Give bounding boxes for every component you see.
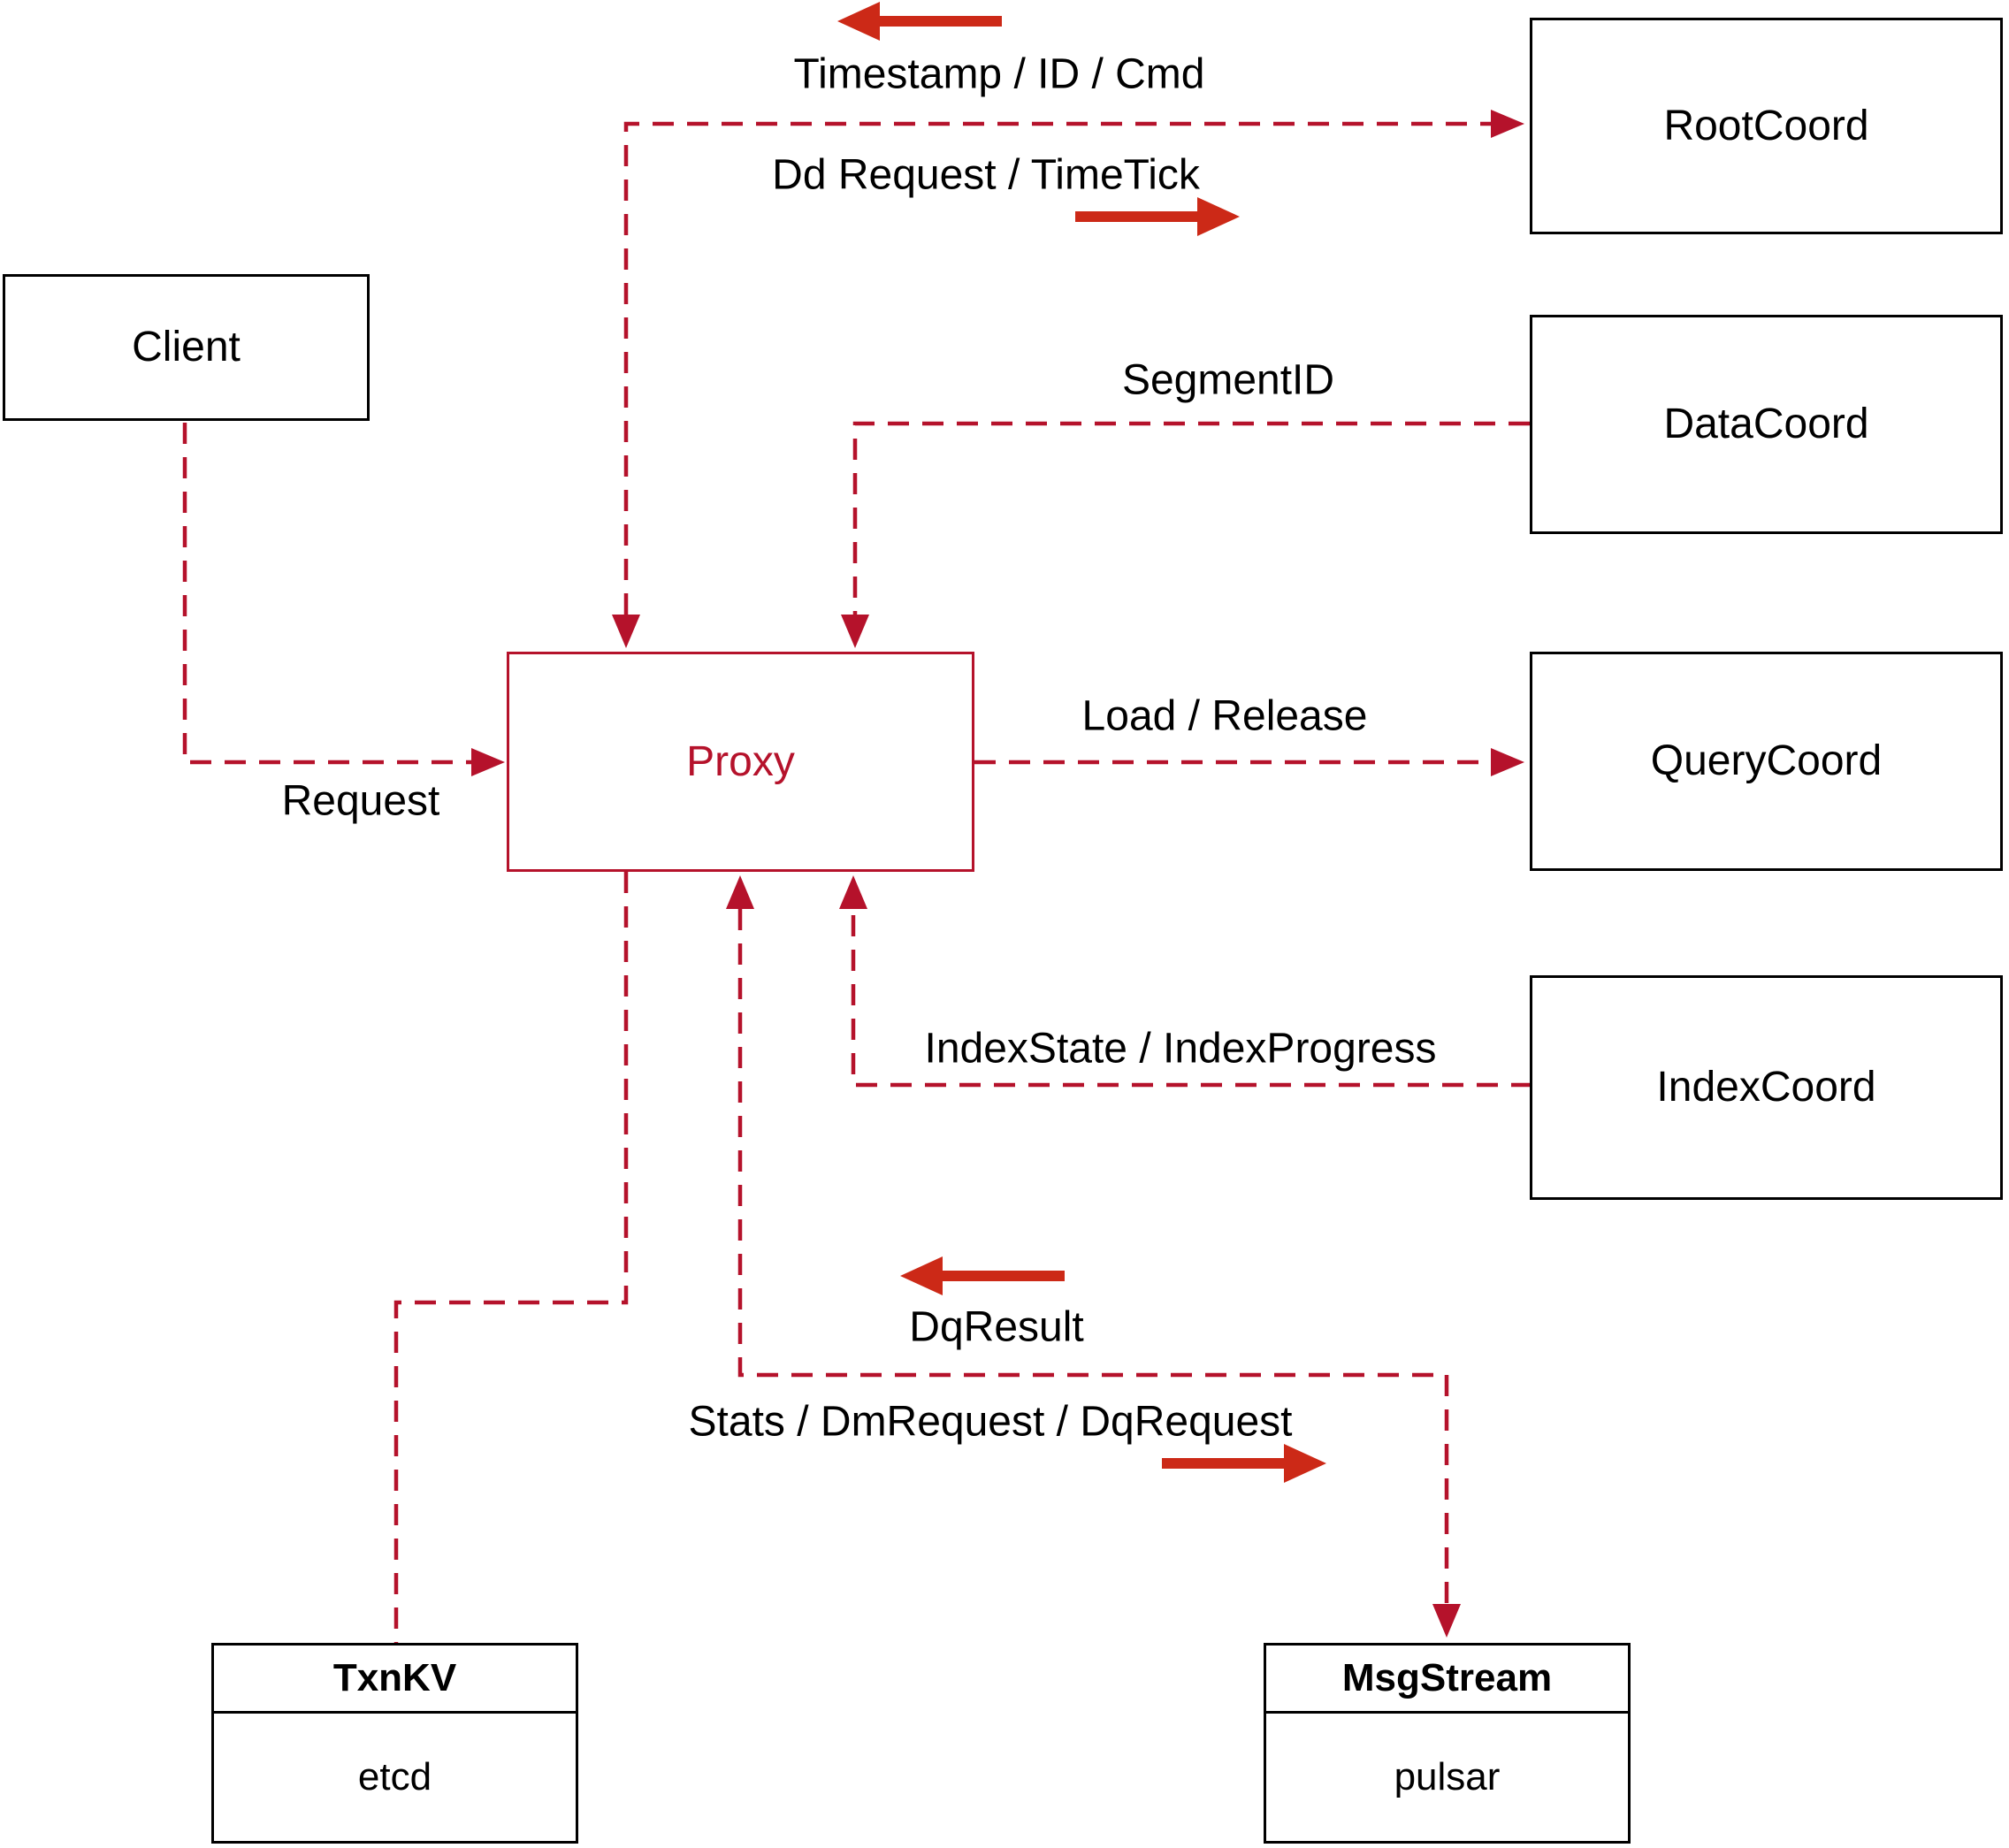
arrowhead-right-into-proxy-icon: [471, 748, 505, 776]
node-txnkv: TxnKV etcd: [211, 1643, 578, 1844]
node-querycoord: QueryCoord: [1530, 652, 2003, 871]
node-rootcoord-label: RootCoord: [1663, 102, 1869, 149]
node-msgstream-title: MsgStream: [1266, 1646, 1628, 1714]
arrowhead-right-into-rootcoord-icon: [1491, 110, 1524, 138]
arrowhead-up-into-proxy-bottom-right-icon: [839, 875, 867, 909]
node-client: Client: [3, 274, 370, 421]
edge-label-stats-dmrequest-dqrequest: Stats / DmRequest / DqRequest: [688, 1398, 1293, 1446]
edge-label-dd-request-timetick: Dd Request / TimeTick: [772, 151, 1200, 199]
arrowhead-up-into-proxy-bottom-left-icon: [726, 875, 754, 909]
node-querycoord-label: QueryCoord: [1650, 737, 1883, 784]
arrowhead-right-into-querycoord-icon: [1491, 748, 1524, 776]
node-indexcoord-label: IndexCoord: [1656, 1064, 1876, 1111]
edge-label-indexstate-indexprogress: IndexState / IndexProgress: [924, 1025, 1437, 1073]
arrowhead-down-into-proxy-top-left-icon: [612, 615, 640, 648]
node-indexcoord: IndexCoord: [1530, 975, 2003, 1200]
node-datacoord-label: DataCoord: [1663, 401, 1869, 447]
edge-label-segmentid: SegmentID: [1121, 356, 1335, 404]
edge-proxy-txnkv: [393, 872, 629, 1643]
arrow-right-stats-icon: [1162, 1444, 1326, 1483]
arrow-left-timestamp-icon: [837, 2, 1002, 41]
arrowhead-down-into-msgstream-icon: [1432, 1604, 1461, 1638]
edge-datacoord-proxy: [852, 421, 1530, 615]
node-rootcoord: RootCoord: [1530, 18, 2003, 234]
node-msgstream: MsgStream pulsar: [1264, 1643, 1631, 1844]
edge-proxy-msgstream: [737, 909, 1449, 1604]
arrow-left-dqresult-icon: [900, 1256, 1065, 1295]
node-proxy-label: Proxy: [686, 737, 795, 785]
edge-label-request: Request: [281, 777, 440, 825]
node-client-label: Client: [132, 324, 241, 370]
edge-label-timestamp-id-cmd: Timestamp / ID / Cmd: [793, 50, 1205, 98]
edge-proxy-rootcoord: [623, 121, 1491, 615]
node-msgstream-impl: pulsar: [1394, 1755, 1501, 1798]
node-txnkv-title: TxnKV: [214, 1646, 576, 1714]
arrowhead-down-into-proxy-top-right-icon: [841, 615, 869, 648]
node-txnkv-impl: etcd: [357, 1755, 432, 1798]
edge-label-load-release: Load / Release: [1081, 692, 1368, 740]
arrow-right-ddrequest-icon: [1075, 197, 1240, 236]
edge-indexcoord-proxy: [851, 909, 1532, 1088]
node-datacoord: DataCoord: [1530, 315, 2003, 534]
edge-label-dqresult: DqResult: [909, 1303, 1084, 1351]
node-proxy: Proxy: [507, 652, 974, 872]
edge-client-proxy: [182, 423, 471, 765]
